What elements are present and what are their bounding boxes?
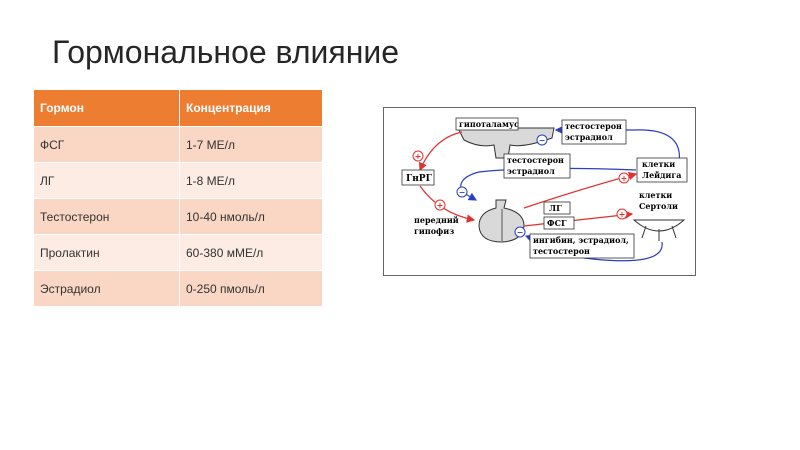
plus-icon: + [616, 208, 628, 220]
svg-text:+: + [619, 209, 626, 219]
sertoli-branch [641, 225, 677, 241]
cell-hormone: ФСГ [34, 126, 180, 163]
leydig-box [636, 157, 688, 183]
lh-label: ЛГ [549, 203, 562, 213]
minus-icon: − [536, 134, 548, 146]
feedback-bottom-line-1: ингибин, эстрадиол, [533, 235, 629, 245]
feedback-mid-box [503, 153, 571, 179]
feedback-top-box [561, 119, 627, 145]
svg-text:−: − [459, 187, 466, 197]
hypothalamus-label: гипоталамус [459, 119, 519, 129]
svg-text:−: − [517, 227, 524, 237]
svg-text:+: + [437, 200, 444, 210]
pituitary-shape [478, 199, 525, 243]
cell-hormone: Тестостерон [34, 198, 180, 235]
feedback-bottom-box [529, 233, 635, 259]
cell-concentration: 1-8 МЕ/л [179, 162, 322, 199]
table-row: ЛГ 1-8 МЕ/л [34, 162, 322, 199]
cell-hormone: Эстрадиол [34, 270, 180, 306]
sertoli-line-2: Сертоли [639, 201, 678, 211]
feedback-bottom-line-2: тестостерон [533, 246, 590, 256]
plus-icon: + [412, 150, 424, 162]
cell-concentration: 60-380 мМЕ/л [179, 234, 322, 271]
svg-text:+: + [415, 151, 422, 161]
diagram-svg: гипоталамус тестостерон эстрадиол ГнРГ т… [401, 117, 688, 262]
leydig-line-2: Лейдига [642, 170, 681, 180]
cell-hormone: Пролактин [34, 234, 180, 271]
table-row: ФСГ 1-7 МЕ/л [34, 126, 322, 163]
hypothalamus-box [455, 117, 519, 131]
leydig-line-1: клетки [642, 159, 675, 169]
cell-concentration: 10-40 нмоль/л [179, 198, 322, 235]
gnrh-label: ГнРГ [406, 174, 433, 184]
minus-icon: − [514, 226, 526, 238]
plus-icon: + [618, 172, 630, 184]
feedback-mid-line-1: тестостерон [507, 155, 564, 165]
svg-text:+: + [621, 173, 628, 183]
page-title: Гормональное влияние [52, 34, 400, 70]
hormone-table: Гормон Концентрация ФСГ 1-7 МЕ/л ЛГ 1-8 … [34, 90, 322, 306]
svg-text:−: − [539, 135, 546, 145]
cell-concentration: 0-250 пмоль/л [179, 270, 322, 306]
hormone-regulation-diagram: гипоталамус тестостерон эстрадиол ГнРГ т… [383, 107, 696, 276]
minus-icon: − [456, 186, 468, 198]
arrow-feedback-mid [460, 167, 637, 201]
fsh-label: ФСГ [547, 218, 567, 228]
arrow-fsh [523, 210, 634, 227]
gnrh-box [401, 169, 435, 186]
pituitary-line-2: гипофиз [414, 226, 454, 236]
table-row: Эстрадиол 0-250 пмоль/л [34, 270, 322, 306]
cell-concentration: 1-7 МЕ/л [179, 126, 322, 163]
lh-box [543, 201, 571, 215]
table-row: Пролактин 60-380 мМЕ/л [34, 234, 322, 271]
feedback-top-line-2: эстрадиол [565, 132, 613, 142]
arrow-feedback-top [554, 125, 681, 164]
cell-hormone: ЛГ [34, 162, 180, 199]
feedback-mid-line-2: эстрадиол [507, 166, 555, 176]
table-row: Тестостерон 10-40 нмоль/л [34, 198, 322, 235]
column-header-concentration: Концентрация [179, 90, 322, 127]
column-header-hormone: Гормон [34, 90, 180, 127]
sertoli-line-1: клетки [639, 190, 672, 200]
table-header-row: Гормон Концентрация [34, 90, 322, 127]
pituitary-line-1: передний [414, 215, 459, 225]
sertoli-shape [632, 219, 686, 232]
feedback-top-line-1: тестостерон [565, 121, 622, 131]
arrow-hypothalamus-gnrh [419, 131, 463, 172]
fsh-box [543, 216, 575, 230]
plus-icon: + [434, 199, 446, 211]
